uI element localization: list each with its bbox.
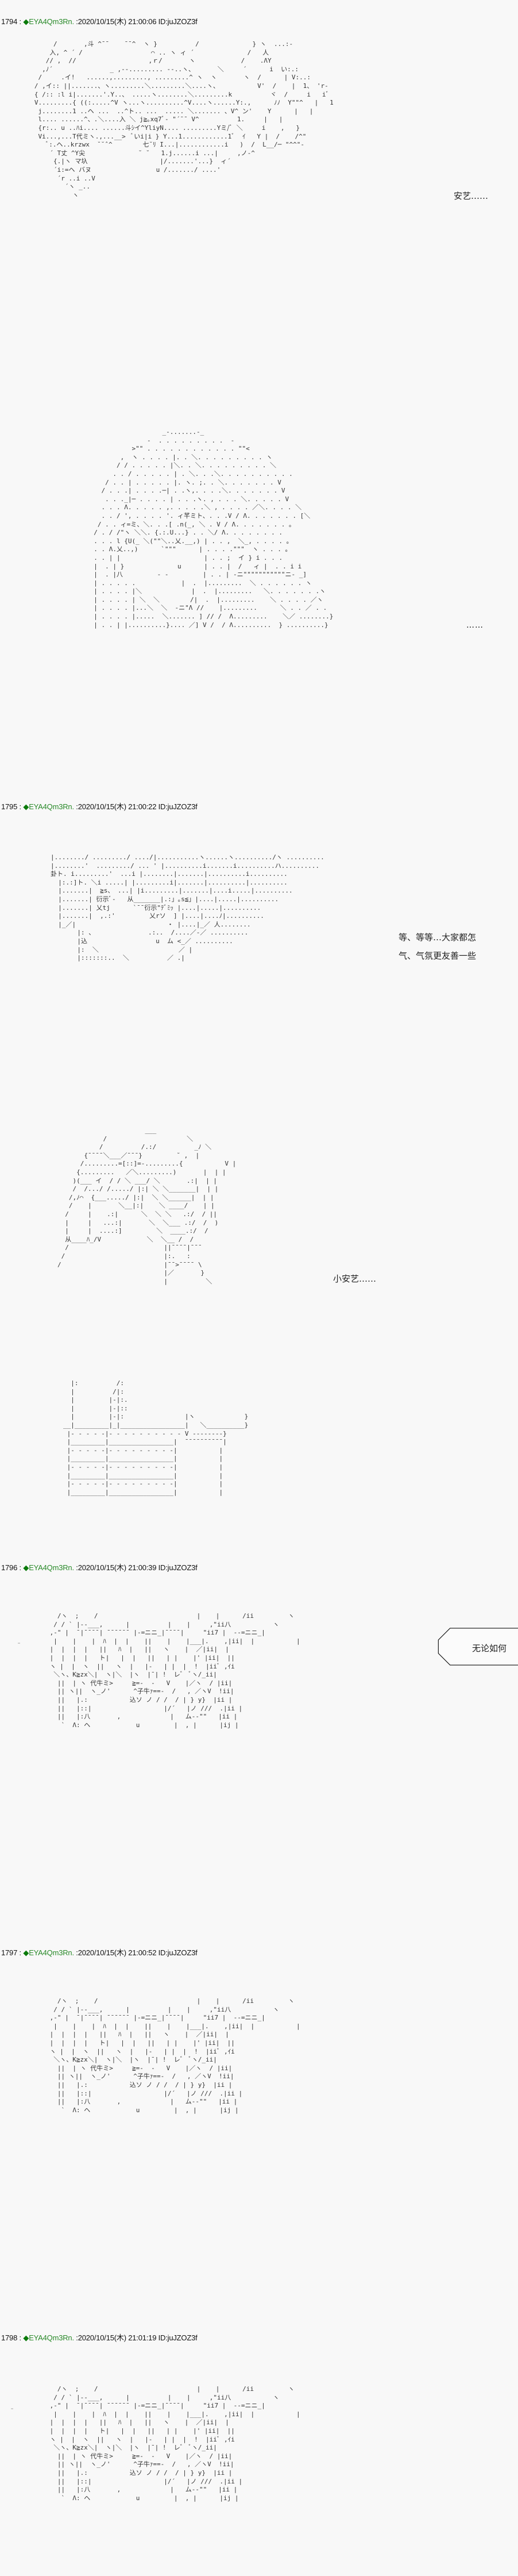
trip-code[interactable]: EYA4Qm3Rn.: [29, 1563, 74, 1572]
post-separator: :: [17, 1948, 24, 1957]
ascii-art-1794-b: _-.......-_ - . . . . . . . . . - >"" . …: [94, 428, 334, 629]
post-separator: :: [17, 2333, 24, 2342]
trip-code[interactable]: EYA4Qm3Rn.: [29, 17, 74, 26]
ascii-art-1796: /ヽ ; / | | /ii ヽ / / ` |‐-___, | | | ,"i…: [49, 1612, 300, 1729]
caption-line-2: 气、气氛更友善一些: [399, 951, 477, 961]
speech-bubble: [438, 1628, 518, 1666]
post-meta: :2020/10/15(木) 21:00:39 ID:juJZOZ3f: [74, 1563, 198, 1572]
trip-diamond-icon: ◆: [23, 802, 29, 811]
ascii-art-1795-b: ___ / ＼ / /.:/ _ﾉ ＼ {¯¯¯¯＼___／¯¯¯} ˘ , |…: [57, 1126, 237, 1285]
post-number: 1795: [1, 802, 18, 811]
margin-dots: ¨: [17, 1643, 21, 1649]
ascii-art-1795-a: |......../ ........./ ..../|...........ヽ…: [51, 853, 324, 962]
trip-diamond-icon: ◆: [23, 17, 29, 26]
post-separator: :: [17, 17, 24, 26]
caption-line-1: 等、等等…大家都怎: [399, 932, 477, 943]
ascii-art-1797: /ヽ ; / | | /ii ヽ / / ` |‐-___, | | | ,"i…: [49, 1997, 300, 2114]
margin-dots: ¨: [10, 2408, 14, 2414]
trip-code[interactable]: EYA4Qm3Rn.: [29, 1948, 74, 1957]
post-meta: :2020/10/15(木) 21:01:19 ID:juJZOZ3f: [74, 2333, 198, 2342]
post-header-1794: 1794 : ◆EYA4Qm3Rn. :2020/10/15(木) 21:00:…: [1, 17, 198, 26]
ascii-art-1794-a: / ,斗 ^¯¯ ¯¯^ ヽ } / } ヽ ...:- 入, ^ ´ / ⌒ …: [34, 40, 334, 199]
post-header-1797: 1797 : ◆EYA4Qm3Rn. :2020/10/15(木) 21:00:…: [1, 1948, 198, 1958]
trip-diamond-icon: ◆: [23, 1563, 29, 1572]
post-meta: :2020/10/15(木) 21:00:52 ID:juJZOZ3f: [74, 1948, 198, 1957]
speech-bubble-text: 无论如何: [472, 1643, 507, 1654]
post-number: 1797: [1, 1948, 18, 1957]
ascii-art-1798: /ヽ ; / | | /ii ヽ / / ` |‐-___, | | | ,"i…: [49, 2385, 300, 2502]
caption-ellipsis: ……: [466, 621, 484, 630]
caption-little-aki: 小安艺……: [333, 1274, 377, 1284]
caption-aki: 安艺……: [454, 191, 489, 201]
post-number: 1794: [1, 17, 18, 26]
trip-diamond-icon: ◆: [23, 2333, 29, 2342]
post-header-1795: 1795 : ◆EYA4Qm3Rn. :2020/10/15(木) 21:00:…: [1, 802, 198, 812]
ascii-art-1795-c: |: /: | /|: | |‐|:. | |‐|:: | |‐|: |ヽ } …: [63, 1379, 249, 1496]
post-header-1798: 1798 : ◆EYA4Qm3Rn. :2020/10/15(木) 21:01:…: [1, 2333, 198, 2343]
post-meta: :2020/10/15(木) 21:00:22 ID:juJZOZ3f: [74, 802, 198, 811]
post-number: 1796: [1, 1563, 18, 1572]
trip-code[interactable]: EYA4Qm3Rn.: [29, 2333, 74, 2342]
post-separator: :: [17, 1563, 24, 1572]
post-number: 1798: [1, 2333, 18, 2342]
trip-code[interactable]: EYA4Qm3Rn.: [29, 802, 74, 811]
trip-diamond-icon: ◆: [23, 1948, 29, 1957]
post-separator: :: [17, 802, 24, 811]
post-meta: :2020/10/15(木) 21:00:06 ID:juJZOZ3f: [74, 17, 198, 26]
post-header-1796: 1796 : ◆EYA4Qm3Rn. :2020/10/15(木) 21:00:…: [1, 1563, 198, 1572]
